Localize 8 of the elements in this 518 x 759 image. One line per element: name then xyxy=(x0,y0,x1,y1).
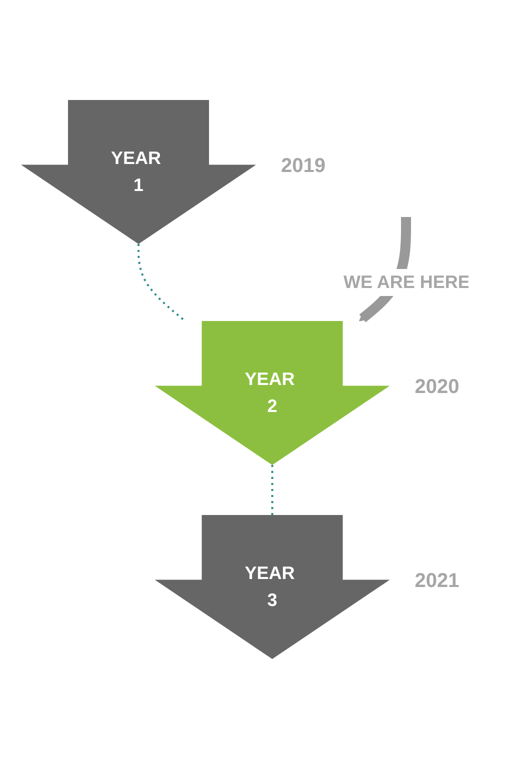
dotted-connector xyxy=(138,244,186,322)
year-label: YEAR 1 xyxy=(111,148,162,195)
year-number: 2020 xyxy=(415,376,460,398)
year-label: YEAR 2 xyxy=(245,369,296,416)
year-label: YEAR 3 xyxy=(245,563,296,610)
year-number: 2021 xyxy=(415,570,460,592)
year-number: 2019 xyxy=(282,154,326,177)
dotted-connector xyxy=(272,465,274,515)
